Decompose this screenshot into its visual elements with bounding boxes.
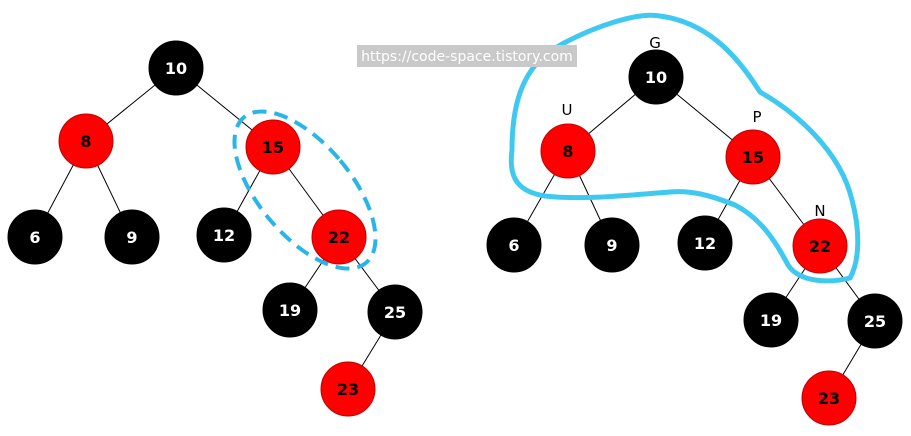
uncle-label: U: [562, 101, 573, 119]
parent-label: P: [752, 108, 761, 126]
tree-node-22: 22: [311, 209, 367, 265]
tree-node-6: 6: [486, 217, 542, 273]
node-label: 6: [29, 228, 40, 247]
tree-node-19: 19: [743, 292, 799, 348]
tree-node-15: 15: [245, 119, 301, 175]
watermark: https://code-space.tistory.com: [357, 45, 577, 67]
tree-node-10: 10: [148, 40, 204, 96]
node-label: 10: [165, 59, 187, 78]
node-label: 15: [262, 138, 284, 157]
node-label: 9: [126, 228, 137, 247]
node-label: 22: [328, 228, 350, 247]
tree-node-25: 25: [367, 284, 423, 340]
tree-node-12: 12: [677, 215, 733, 271]
highlight-freehand-outline: [508, 12, 861, 284]
node-label: 19: [760, 311, 782, 330]
grandparent-label: G: [649, 34, 661, 52]
node-label: 23: [337, 380, 359, 399]
node-label: 12: [213, 226, 235, 245]
node-label: 6: [508, 236, 519, 255]
tree-node-10: 10: [628, 49, 684, 105]
node-label: 22: [809, 237, 831, 256]
tree-node-6: 6: [7, 209, 63, 265]
tree-node-9: 9: [104, 209, 160, 265]
node-label: 10: [645, 68, 667, 87]
node-label: 25: [864, 312, 886, 331]
tree-node-8: 8: [540, 123, 596, 179]
node-label: 15: [742, 148, 764, 167]
watermark-background: [357, 45, 577, 67]
tree-node-9: 9: [584, 217, 640, 273]
tree-node-15: 15: [725, 129, 781, 185]
node-label: 8: [562, 142, 573, 161]
left-tree: 10 8 15 6 9 12: [7, 40, 423, 417]
node-label: 9: [606, 236, 617, 255]
node-label: 12: [694, 234, 716, 253]
node-label: 19: [279, 301, 301, 320]
tree-node-19: 19: [262, 282, 318, 338]
tree-node-12: 12: [196, 207, 252, 263]
tree-node-25: 25: [847, 293, 903, 349]
tree-node-22: 22: [792, 218, 848, 274]
node-label: 8: [80, 132, 91, 151]
tree-node-23: 23: [320, 361, 376, 417]
node-label: 25: [384, 303, 406, 322]
node-n-label: N: [814, 202, 825, 220]
right-tree: 10 8 15 6 9 12: [486, 12, 903, 426]
watermark-text: https://code-space.tistory.com: [361, 49, 573, 65]
tree-node-8: 8: [58, 113, 114, 169]
node-label: 23: [818, 389, 840, 408]
tree-node-23: 23: [801, 370, 857, 426]
